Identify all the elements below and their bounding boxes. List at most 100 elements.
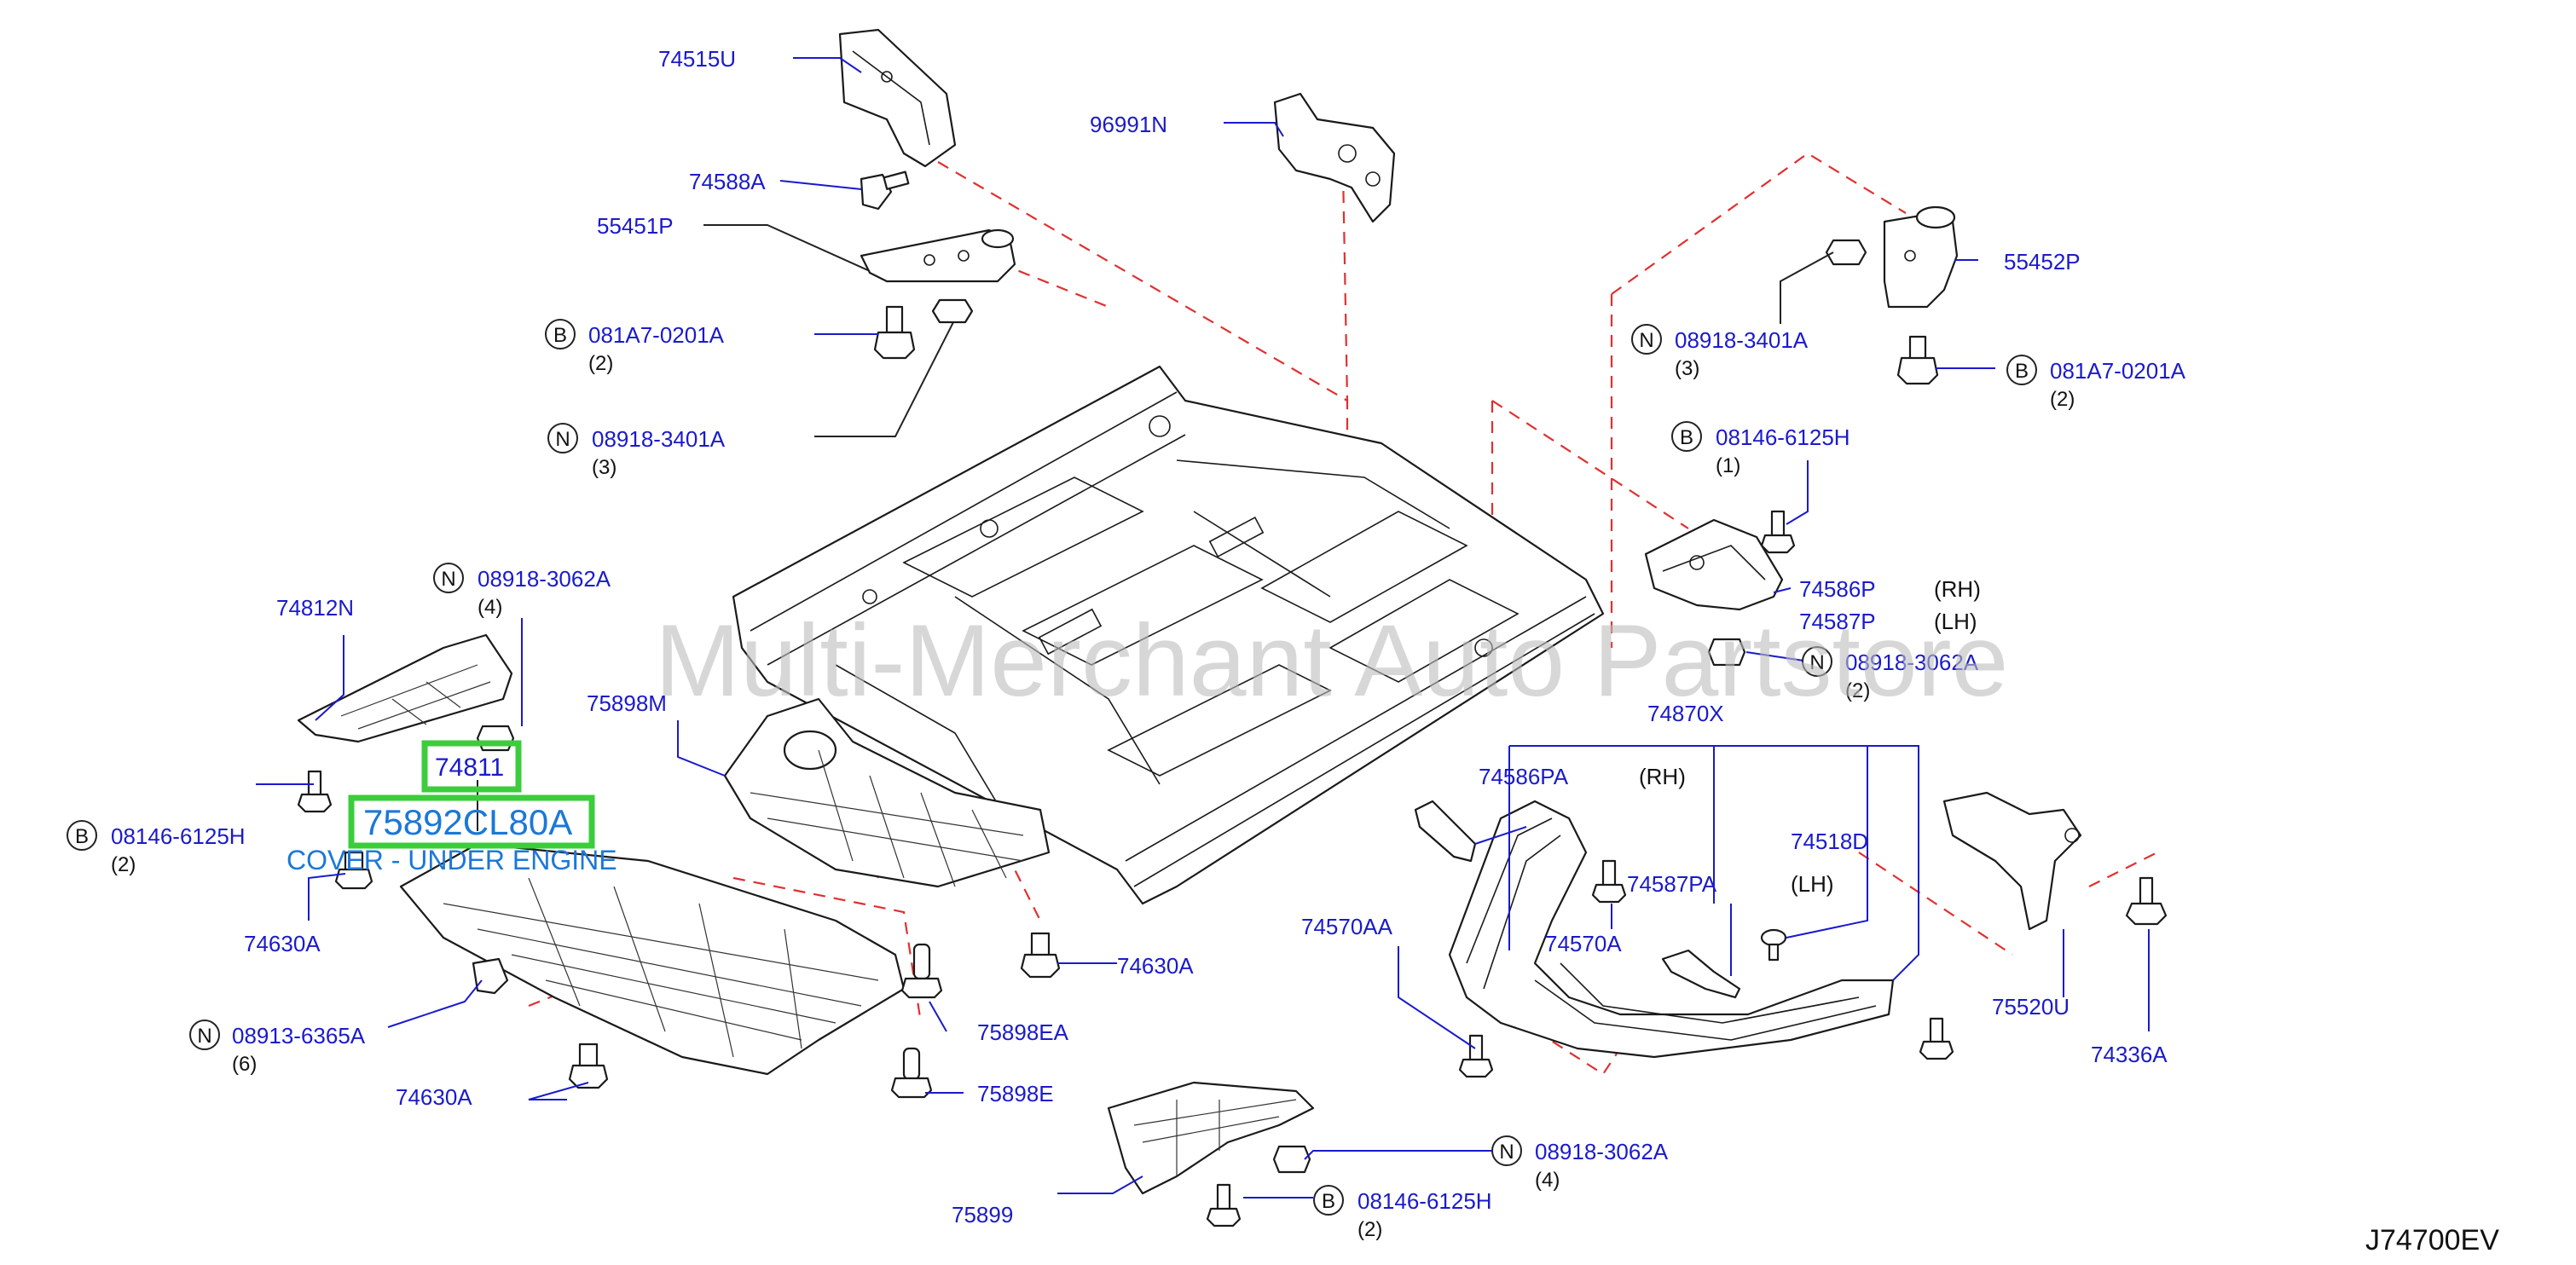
clip-74630A-3 [568, 1043, 609, 1089]
label-74588A[interactable]: 74588A [689, 169, 766, 194]
part-labels: 74515U 96991N 74588A 55451P B 081A7-0201… [67, 46, 2186, 1241]
clip-75898E [890, 1047, 933, 1099]
svg-text:08918-3401A: 08918-3401A [592, 426, 726, 452]
label-55451P[interactable]: 55451P [597, 213, 674, 239]
floor-panel [732, 365, 1605, 905]
svg-text:08146-6125H: 08146-6125H [111, 823, 246, 849]
label-75899[interactable]: 75899 [952, 1202, 1013, 1227]
member-74870X [1448, 800, 1895, 1059]
bracket-55451P [860, 228, 1016, 283]
label-55452P[interactable]: 55452P [2004, 249, 2081, 274]
label-74630A-2[interactable]: 74630A [1117, 953, 1194, 979]
svg-text:(2): (2) [1357, 1218, 1382, 1241]
bolt-08146-top [1760, 510, 1796, 554]
svg-text:N: N [1639, 329, 1653, 352]
clip-74630A-2 [1020, 932, 1061, 979]
svg-text:08918-3062A: 08918-3062A [1535, 1139, 1669, 1164]
bolt-08146-bottom [1206, 1183, 1242, 1227]
callout-n-08918-3062A-mid[interactable]: N 08918-3062A (2) [1802, 646, 1979, 702]
callout-b-081A7-left[interactable]: B 081A7-0201A (2) [545, 319, 725, 375]
label-74570A[interactable]: 74570A [1545, 931, 1622, 956]
svg-text:N: N [197, 1025, 211, 1048]
callout-n-08918-3401A-right[interactable]: N 08918-3401A (3) [1631, 324, 1809, 380]
cover-74812N [297, 633, 513, 743]
cover-75892CL80A [399, 842, 906, 1076]
highlight-description: COVER - UNDER ENGINE [287, 845, 617, 875]
bolt-74570AA [1458, 1034, 1494, 1078]
bolt-lower-right [1919, 1017, 1954, 1060]
bolt-74336A [2125, 876, 2168, 926]
svg-text:08146-6125H: 08146-6125H [1357, 1188, 1492, 1214]
bracket-74515U [838, 28, 957, 168]
svg-text:N: N [441, 568, 455, 591]
svg-text:081A7-0201A: 081A7-0201A [588, 322, 725, 348]
highlight-box-oem [348, 794, 595, 849]
bracket-55452P [1883, 205, 1959, 309]
svg-text:B: B [1322, 1190, 1335, 1213]
svg-text:08918-3062A: 08918-3062A [478, 566, 611, 592]
svg-text:N: N [1499, 1141, 1514, 1164]
svg-text:N: N [1809, 651, 1824, 674]
callout-n-08913-6365A[interactable]: N 08913-6365A (6) [189, 1020, 366, 1076]
label-74587P[interactable]: 74587P [1799, 609, 1876, 634]
bracket-74587PA [1661, 949, 1741, 999]
highlighted-part[interactable]: 74811 75892CL80A COVER - UNDER ENGINE [287, 740, 617, 875]
bolt-08146-left [297, 770, 333, 813]
label-75898E[interactable]: 75898E [977, 1081, 1054, 1106]
svg-text:(4): (4) [1535, 1169, 1560, 1192]
label-74570AA[interactable]: 74570AA [1301, 914, 1393, 939]
label-74515U[interactable]: 74515U [658, 46, 736, 72]
label-74518D[interactable]: 74518D [1791, 829, 1868, 854]
label-74630A-1[interactable]: 74630A [244, 931, 321, 956]
bolt-74588A [860, 170, 910, 211]
clip-74518D [1760, 928, 1787, 962]
svg-text:(2): (2) [588, 352, 613, 375]
leader-lines [256, 57, 2150, 1199]
label-75898M[interactable]: 75898M [587, 690, 667, 716]
nut-08918-3062A-left [476, 725, 515, 752]
label-75898EA[interactable]: 75898EA [977, 1020, 1069, 1045]
label-74630A-3[interactable]: 74630A [396, 1084, 472, 1110]
callout-n-08918-3062A-bottom[interactable]: N 08918-3062A (4) [1491, 1135, 1669, 1192]
svg-text:N: N [555, 428, 570, 451]
svg-text:081A7-0201A: 081A7-0201A [2050, 358, 2186, 384]
svg-text:08918-3401A: 08918-3401A [1675, 327, 1809, 353]
highlight-oem-number[interactable]: 75892CL80A [363, 802, 572, 842]
svg-text:(2): (2) [111, 853, 136, 876]
callout-n-08918-3062A-left[interactable]: N 08918-3062A (4) [433, 563, 611, 619]
label-74586PA-side: (RH) [1639, 764, 1686, 789]
callout-b-08146-top[interactable]: B 08146-6125H (1) [1671, 421, 1850, 477]
bracket-74586P [1644, 518, 1784, 611]
svg-text:(2): (2) [2050, 388, 2075, 411]
bracket-74586PA [1414, 800, 1477, 863]
svg-text:(6): (6) [232, 1053, 257, 1076]
label-75520U[interactable]: 75520U [1992, 994, 2069, 1020]
nut-08918-3062A-mid [1707, 638, 1746, 667]
label-74870X[interactable]: 74870X [1647, 701, 1724, 726]
watermark-text: Multi-Merchant Auto Partstore [655, 604, 2008, 718]
label-74587P-side: (LH) [1934, 609, 1977, 634]
svg-text:(2): (2) [1845, 679, 1870, 702]
label-96991N[interactable]: 96991N [1090, 112, 1167, 137]
svg-text:(1): (1) [1716, 454, 1740, 477]
bolt-081A7-left [873, 305, 916, 360]
cover-75898M [723, 697, 1051, 888]
svg-text:(3): (3) [1675, 357, 1699, 380]
svg-text:(4): (4) [478, 596, 502, 619]
svg-text:(3): (3) [592, 456, 617, 479]
callout-n-08918-3401A-left[interactable]: N 08918-3401A (3) [547, 423, 726, 479]
callout-b-08146-left[interactable]: B 08146-6125H (2) [67, 820, 246, 876]
callout-b-08146-bottom[interactable]: B 08146-6125H (2) [1313, 1185, 1492, 1241]
svg-text:08913-6365A: 08913-6365A [232, 1023, 366, 1048]
label-74812N[interactable]: 74812N [276, 595, 354, 621]
label-74587PA[interactable]: 74587PA [1627, 871, 1717, 897]
label-74586P[interactable]: 74586P [1799, 576, 1876, 602]
callout-b-081A7-right[interactable]: B 081A7-0201A (2) [2006, 355, 2186, 411]
bolt-081A7-right [1896, 335, 1939, 385]
highlight-part-number[interactable]: 74811 [435, 754, 504, 782]
cover-75899 [1107, 1081, 1315, 1195]
label-74586PA[interactable]: 74586PA [1479, 764, 1569, 789]
label-74336A[interactable]: 74336A [2091, 1042, 2168, 1067]
clip-75898EA [900, 943, 943, 999]
